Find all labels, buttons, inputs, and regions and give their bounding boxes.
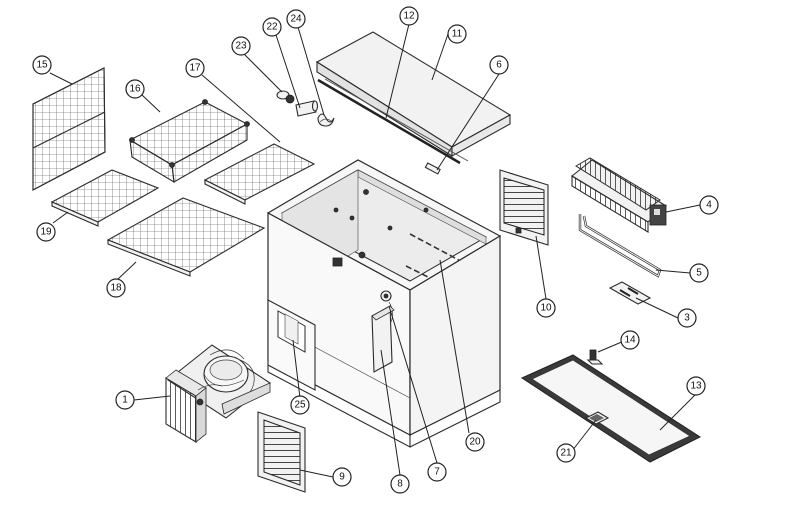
- callout-16: 16: [125, 79, 145, 99]
- callout-7: 7: [427, 462, 447, 482]
- part-24-spring: [317, 113, 335, 127]
- callout-label: 10: [540, 303, 552, 314]
- callout-3: 3: [677, 308, 697, 328]
- callout-label: 1: [122, 395, 128, 406]
- callout-9: 9: [332, 467, 352, 487]
- callout-label: 16: [129, 84, 141, 95]
- part-6-handle: [424, 162, 441, 175]
- part-1-condensing-unit: [165, 344, 271, 443]
- callout-23: 23: [231, 36, 251, 56]
- callout-15: 15: [32, 55, 52, 75]
- part-19-small-shelf: [50, 169, 160, 227]
- part-9-front-grille: [257, 411, 306, 493]
- part-5-heater-tube: [578, 214, 662, 278]
- callout-label: 17: [189, 63, 201, 74]
- callout-label: 3: [684, 313, 690, 324]
- part-23-clamp: [276, 90, 295, 104]
- part-22-tube: [295, 100, 319, 117]
- part-12-gasket: [317, 78, 469, 165]
- callout-6: 6: [489, 55, 509, 75]
- callout-label: 25: [294, 400, 306, 411]
- part-4-evaporator: [571, 157, 667, 233]
- callout-label: 8: [397, 479, 403, 490]
- callout-5: 5: [689, 263, 709, 283]
- callout-4: 4: [699, 195, 719, 215]
- callout-label: 24: [290, 14, 302, 25]
- callout-1: 1: [115, 390, 135, 410]
- part-10-rear-vent: [499, 169, 549, 246]
- part-13-bottom-tray: [520, 354, 702, 463]
- callout-label: 21: [560, 448, 572, 459]
- cabinet-body: [266, 159, 502, 448]
- callout-22: 22: [262, 17, 282, 37]
- part-17-shelf-grid: [203, 143, 316, 205]
- callout-label: 9: [339, 472, 345, 483]
- callout-label: 15: [36, 60, 48, 71]
- callout-19: 19: [36, 222, 56, 242]
- part-7-thermostat: [380, 290, 393, 323]
- callout-20: 20: [465, 432, 485, 452]
- part-11-lid: [315, 31, 512, 157]
- callout-13: 13: [686, 376, 706, 396]
- part-16-wire-basket: [128, 99, 250, 184]
- callout-21: 21: [556, 443, 576, 463]
- leader-lines: [49, 23, 701, 478]
- callout-label: 6: [496, 60, 502, 71]
- callout-label: 11: [452, 29, 463, 40]
- callout-label: 20: [469, 437, 481, 448]
- callout-label: 19: [40, 227, 52, 238]
- part-3-small-bracket: [608, 281, 652, 305]
- part-8-control-box: [371, 305, 395, 373]
- part-21-latch: [584, 411, 610, 425]
- callout-label: 18: [110, 283, 122, 294]
- callout-label: 4: [706, 200, 712, 211]
- part-25-bracket: [277, 310, 306, 353]
- callout-18: 18: [106, 278, 126, 298]
- callout-12: 12: [399, 6, 419, 26]
- part-14-hinge: [586, 349, 604, 365]
- callout-10: 10: [536, 298, 556, 318]
- callout-label: 22: [266, 22, 278, 33]
- callout-label: 23: [235, 41, 247, 52]
- callout-label: 12: [403, 11, 415, 22]
- callout-24: 24: [286, 9, 306, 29]
- callout-8: 8: [390, 474, 410, 494]
- callout-label: 14: [624, 335, 636, 346]
- callout-17: 17: [185, 58, 205, 78]
- callout-label: 5: [696, 268, 702, 279]
- callout-14: 14: [620, 330, 640, 350]
- callout-label: 13: [690, 381, 702, 392]
- callout-11: 11: [447, 24, 467, 44]
- callout-25: 25: [290, 395, 310, 415]
- callout-label: 7: [434, 467, 440, 478]
- part-18-large-shelf: [106, 197, 266, 277]
- part-15-wall-rack: [32, 67, 106, 191]
